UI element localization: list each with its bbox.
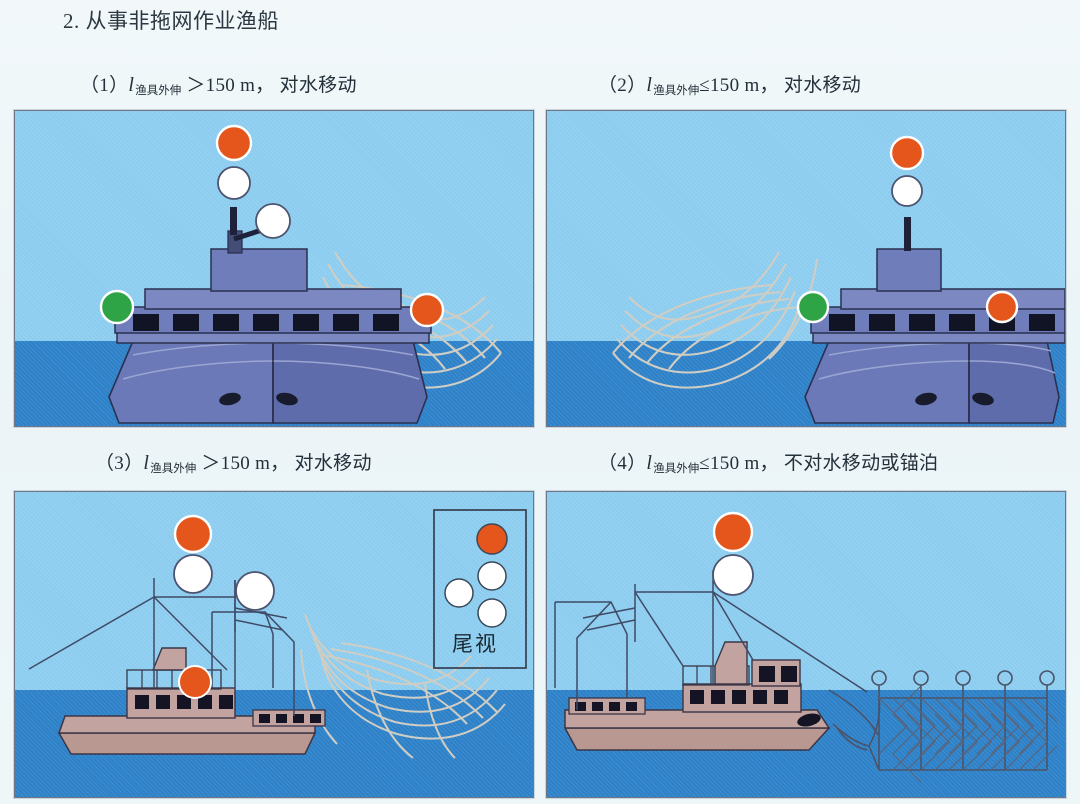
- caption-2-condition: 对水移动: [783, 75, 862, 96]
- ship-side-view: [28, 578, 326, 755]
- stern-view-inset: [433, 509, 527, 669]
- fishing-net: [612, 251, 819, 389]
- gear-direction-white-light-icon: [255, 203, 291, 239]
- caption-panel-4: （4）l渔具外伸≤150 m， 不对水移动或锚泊: [598, 448, 938, 476]
- ship-side-view: [554, 570, 868, 751]
- caption-4-relation: ≤: [699, 453, 710, 474]
- caption-panel-2: （2）l渔具外伸≤150 m， 对水移动: [598, 70, 861, 98]
- caption-2-index: （2）: [598, 75, 647, 96]
- caption-4-subscript: 渔具外伸: [653, 463, 700, 475]
- caption-2-symbol: l: [646, 74, 653, 96]
- all-round-white-light-icon: [173, 554, 213, 594]
- sky-area: [547, 492, 1065, 690]
- caption-3-subscript: 渔具外伸: [150, 463, 197, 475]
- inset-all-round-white-lower-light-icon: [477, 598, 507, 628]
- illustration-panel-3: 尾视: [14, 491, 534, 798]
- panel-4-scene: [554, 511, 1058, 783]
- ship-bow-view: [108, 207, 432, 424]
- gear-direction-white-light-icon: [235, 571, 275, 611]
- navigation-lights: [712, 511, 754, 596]
- inset-gear-direction-white-light-icon: [444, 578, 474, 608]
- upper-deck-windows: [759, 666, 797, 682]
- caption-2-relation: ≤: [699, 75, 710, 96]
- caption-3-symbol: l: [143, 452, 150, 474]
- deckhouse-windows: [690, 690, 788, 704]
- stern-rail: [252, 709, 326, 727]
- all-round-white-light-icon: [891, 175, 923, 207]
- panel-1-scene: [99, 124, 502, 424]
- starboard-sidelight-red-icon: [409, 292, 445, 328]
- caption-4-value: 150 m，: [710, 453, 779, 474]
- caption-1-relation: ＞: [186, 75, 206, 96]
- all-round-white-light-icon: [712, 554, 754, 596]
- caption-1-value: 150 m，: [205, 75, 275, 96]
- panel-3-scene: [28, 509, 527, 759]
- starboard-sidelight-red-icon: [985, 290, 1019, 324]
- all-round-white-light-icon: [217, 166, 251, 200]
- caption-1-condition: 对水移动: [279, 75, 357, 96]
- illustration-panel-2: [546, 110, 1066, 427]
- all-round-red-light-icon: [889, 135, 925, 171]
- caption-1-subscript: 渔具外伸: [135, 85, 182, 97]
- caption-3-condition: 对水移动: [294, 453, 372, 474]
- panel-2-scene: [612, 135, 1065, 424]
- all-round-red-light-icon: [215, 124, 253, 162]
- caption-2-subscript: 渔具外伸: [653, 85, 700, 97]
- gillnet-with-floats: [828, 670, 1058, 783]
- caption-1-symbol: l: [128, 74, 135, 96]
- caption-4-index: （4）: [598, 453, 647, 474]
- navigation-lights: [173, 514, 275, 699]
- ship-bow-view: [804, 217, 1065, 424]
- rigging: [554, 570, 868, 710]
- inset-all-round-red-light-icon: [476, 523, 508, 555]
- all-round-red-light-icon: [712, 511, 754, 553]
- illustration-panel-4: [546, 491, 1066, 798]
- navigation-lights: [796, 135, 1019, 324]
- caption-panel-3: （3）l渔具外伸 ＞150 m， 对水移动: [95, 448, 372, 476]
- caption-4-condition: 不对水移动或锚泊: [783, 453, 939, 474]
- port-sidelight-green-icon: [796, 290, 830, 324]
- inset-all-round-white-light-icon: [477, 561, 507, 591]
- caption-3-value: 150 m，: [220, 453, 290, 474]
- illustration-panel-1: [14, 110, 534, 427]
- rigging: [28, 578, 295, 716]
- caption-1-index: （1）: [80, 75, 129, 96]
- bridge-windows: [133, 314, 399, 331]
- caption-3-index: （3）: [95, 453, 144, 474]
- bow-rail: [568, 697, 646, 715]
- port-sidelight-green-icon: [99, 289, 135, 325]
- deckhouse-windows: [135, 695, 233, 709]
- page-title: 2. 从事非拖网作业渔船: [63, 9, 279, 33]
- sidelight-red-icon: [178, 665, 212, 699]
- fishing-net: [300, 613, 506, 759]
- caption-2-value: 150 m，: [710, 75, 779, 96]
- all-round-red-light-icon: [173, 514, 213, 554]
- caption-panel-1: （1）l渔具外伸 ＞150 m， 对水移动: [80, 70, 357, 98]
- caption-3-relation: ＞: [201, 453, 221, 474]
- navigation-lights: [99, 124, 445, 328]
- stern-view-label: 尾视: [452, 632, 498, 656]
- caption-4-symbol: l: [646, 452, 653, 474]
